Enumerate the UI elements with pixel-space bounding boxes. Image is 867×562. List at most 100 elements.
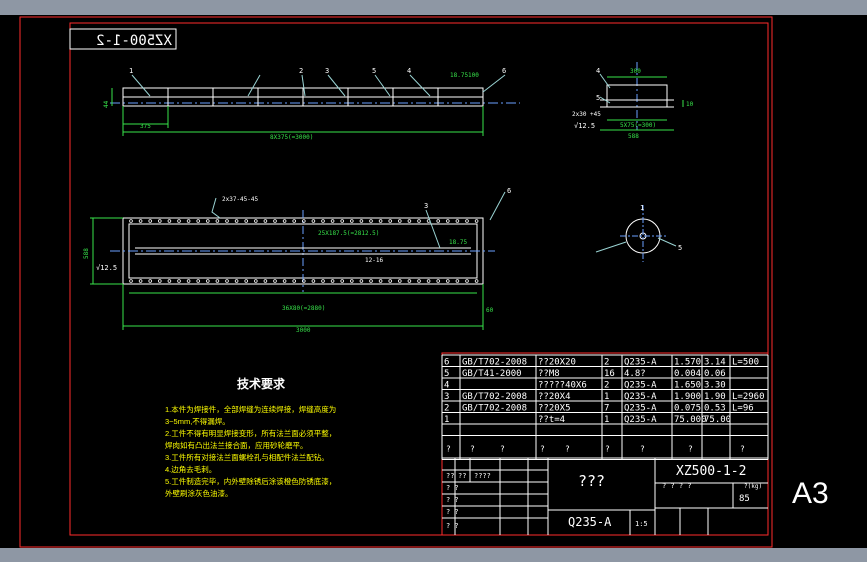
top-view-label: 6 [502, 67, 506, 75]
bolt-hole [196, 279, 201, 283]
top-leader [374, 74, 391, 97]
bolt-hole [445, 279, 450, 283]
front-view-bolt-holes [129, 219, 479, 283]
tech-req-line: 外壁刷涂灰色油漆。 [165, 488, 233, 498]
stage-marks: ? ? ? ? [662, 482, 692, 490]
end-view[interactable]: 300 10 588 5X75(=300) 2x30 +45 √12.5 4 5 [572, 62, 694, 140]
bolt-hole [215, 219, 220, 223]
bolt-hole [234, 219, 239, 223]
bolt-hole [292, 279, 297, 283]
bom-cell: 2 [604, 358, 609, 368]
scale-value: 1:5 [635, 520, 648, 528]
section-view[interactable]: 1 5 [595, 204, 682, 262]
bolt-hole [282, 219, 287, 223]
bom-header-cell: ? [640, 445, 645, 454]
bolt-hole [465, 279, 469, 283]
top-dim-flange: 18.75 [450, 72, 468, 79]
bolt-hole [417, 219, 421, 223]
bom-cell: 75.000 [674, 415, 707, 425]
bolt-hole [263, 219, 268, 223]
bom-cell: GB/T702-2008 [462, 392, 527, 402]
tech-req-line: 3~5mm,不得漏焊。 [165, 416, 230, 426]
bolt-hole [474, 279, 479, 283]
front-dim-flange: 18.75 [449, 239, 467, 246]
bom-table [441, 354, 769, 436]
bom-cell: ??M8 [538, 369, 560, 379]
end-roughness: √12.5 [574, 122, 595, 130]
bolt-hole [397, 219, 402, 223]
bom-cell: GB/T41-2000 [462, 369, 522, 379]
bolt-hole [465, 219, 469, 223]
bolt-hole [273, 219, 277, 223]
sheet-border-outer [19, 16, 773, 548]
bom-cell: ??20X20 [538, 358, 576, 368]
section-outer-circle [625, 218, 661, 254]
part-name: ??? [578, 472, 605, 490]
bolt-hole [455, 219, 460, 223]
top-leader [247, 74, 261, 97]
front-dim-pitch: 36X80(=2880) [282, 305, 325, 312]
top-leader [409, 74, 431, 97]
bom-cell: L=2960 [732, 392, 765, 402]
front-view[interactable]: 3000 36X80(=2880) 25X187.5(=2812.5) 18.7… [83, 187, 511, 334]
bolt-hole [138, 219, 143, 223]
bom-header-cell: ? [446, 445, 451, 454]
bolt-hole [378, 219, 383, 223]
bom-cell: 1.570 [674, 358, 701, 368]
drawing-canvas[interactable]: XZ500-1-2 375 8X375(=3000) 18.75 100 44 … [0, 15, 867, 548]
top-dim-total: 8X375(=3000) [270, 134, 313, 141]
bolt-hole [292, 219, 297, 223]
top-leader [301, 74, 306, 97]
front-hole-note-mid: 12-16 [365, 257, 383, 264]
front-dim-height: 588 [83, 248, 90, 259]
end-dim-thickness: 10 [686, 101, 694, 108]
bom-cell: 16 [604, 369, 615, 379]
front-dim-edge: 60 [486, 307, 494, 314]
bom-header-cell: ? [565, 445, 570, 454]
bolt-hole [234, 279, 239, 283]
bom-cell: 3 [444, 392, 449, 402]
bolt-hole [436, 219, 441, 223]
end-leader-5 [599, 96, 611, 104]
bolt-hole [349, 219, 354, 223]
weight-label: ?(kg) [744, 483, 762, 490]
bom-cell: 7 [604, 404, 609, 414]
bom-cell: L=96 [732, 404, 754, 414]
bolt-hole [388, 219, 393, 223]
bom-cell: 0.004 [674, 369, 701, 379]
bolt-hole [254, 219, 258, 223]
front-label-3: 3 [424, 202, 428, 210]
bolt-hole [177, 279, 181, 283]
section-leader-1 [595, 241, 627, 253]
bolt-hole [206, 219, 210, 223]
front-hole-note-top: 2x37-45-45 [222, 196, 259, 203]
tb-mark: ? ? [446, 508, 459, 516]
bolt-hole [301, 219, 306, 223]
cad-viewport[interactable]: XZ500-1-2 375 8X375(=3000) 18.75 100 44 … [0, 15, 867, 548]
bolt-hole [436, 279, 441, 283]
end-label-5: 5 [596, 94, 600, 102]
top-leader [327, 74, 346, 97]
bolt-hole [148, 219, 153, 223]
bolt-hole [282, 279, 287, 283]
top-view-ribs [122, 88, 484, 106]
bolt-hole [330, 279, 335, 283]
bolt-hole [369, 279, 373, 283]
bolt-hole [426, 279, 431, 283]
bolt-hole [407, 219, 412, 223]
bolt-hole [417, 279, 421, 283]
bom-cell: ?????40X6 [538, 381, 587, 391]
bom-header-cell: ? [740, 445, 745, 454]
front-leader-note [211, 197, 221, 219]
bolt-hole [321, 279, 325, 283]
bom-cell: L=500 [732, 358, 759, 368]
bom-header-cell: ? [688, 445, 693, 454]
bom-cell: 3.14 [704, 358, 726, 368]
bom-cell: GB/T702-2008 [462, 404, 527, 414]
technical-requirements: 技术要求 1.本件为焊接件，全部焊缝为连续焊接，焊缝高度为 3~5mm,不得漏焊… [165, 376, 336, 498]
front-label-6: 6 [507, 187, 511, 195]
bom-cell: 3.30 [704, 381, 726, 391]
bom-cell: 0.06 [704, 369, 726, 379]
